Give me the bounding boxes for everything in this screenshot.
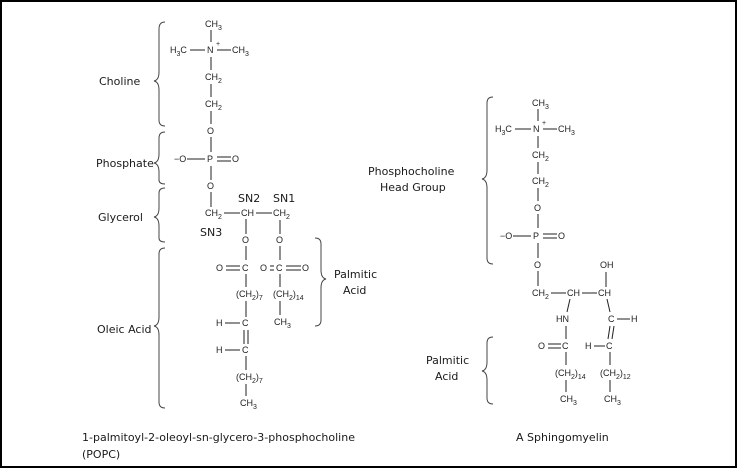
glycerol-ch-sn2: CH — [241, 208, 254, 218]
popc-caption-line2: (POPC) — [82, 448, 120, 461]
sn1-ester-oxygen: O — [276, 235, 283, 245]
sphingomyelin-structure: Phosphocholine Head Group Palmitic Acid … — [368, 96, 638, 444]
oleic-double-c2: C — [242, 345, 249, 355]
sm-nitrogen-charge: + — [542, 120, 546, 127]
nitrogen-atom: N — [207, 45, 214, 55]
sm-phosphorus-atom: P — [533, 231, 539, 241]
sn2-ester-oxygen: O — [242, 235, 249, 245]
sn2-carbonyl-oxygen: O — [216, 263, 223, 273]
palmitic-acid-label-line1: Palmitic — [334, 268, 377, 281]
glycerol-brace — [153, 187, 166, 243]
sm-backbone-ch-hydroxyl: CH — [598, 288, 611, 298]
sphingomyelin-caption: A Sphingomyelin — [516, 431, 609, 444]
h3c-left: H3C — [170, 45, 187, 58]
ch2-2: CH2 — [205, 99, 222, 112]
sn2-label: SN2 — [238, 192, 260, 205]
phosphorus-atom: P — [207, 154, 213, 164]
sm-phosphate-negative-oxygen: −O — [500, 231, 512, 241]
head-group-brace — [481, 96, 494, 265]
sm-hydroxyl: OH — [600, 260, 614, 270]
sn3-label: SN3 — [200, 226, 222, 239]
oxygen-glycerol: O — [207, 181, 214, 191]
popc-caption-line1: 1-palmitoyl-2-oleoyl-sn-glycero-3-phosph… — [82, 431, 355, 444]
sm-palmitic-label-line2: Acid — [435, 370, 458, 383]
oleic-acid-brace — [153, 247, 166, 409]
sm-ch2-1: CH2 — [532, 150, 549, 163]
sm-alkene-c2: C — [606, 341, 613, 351]
palmitic-terminal-ch3: CH3 — [274, 317, 291, 330]
glycerol-ch2-sn1: CH2 — [273, 208, 290, 221]
sm-ch3-top: CH3 — [532, 98, 549, 111]
oxygen-choline: O — [207, 126, 214, 136]
sm-backbone-ch2: CH2 — [532, 288, 549, 301]
oleic-ch2-7-upper: (CH2)7 — [236, 289, 263, 302]
sm-alkene-c1: C — [608, 314, 615, 324]
sm-h3c-left: H3C — [495, 124, 512, 137]
sn2-carbonyl-carbon: C — [242, 263, 249, 273]
choline-label: Choline — [99, 75, 140, 88]
sm-alkene-h2: H — [585, 341, 592, 351]
sn1-carbonyl-oxygen: O — [260, 263, 267, 273]
sn1-carbonyl-carbon: C — [276, 263, 283, 273]
ch3-top: CH3 — [205, 19, 222, 32]
sm-phosphate-double-oxygen: O — [558, 231, 565, 241]
sn1-carbonyl-oxygen-right: O — [302, 263, 309, 273]
sm-backbone-ch-amide: CH — [567, 288, 580, 298]
phosphate-negative-oxygen: −O — [174, 154, 186, 164]
oleic-acid-label: Oleic Acid — [97, 323, 152, 336]
head-group-label-line2: Head Group — [380, 181, 446, 194]
oleic-ch2-7-lower: (CH2)7 — [236, 372, 263, 385]
ch2-1: CH2 — [205, 72, 222, 85]
sm-palmitic-brace — [481, 336, 494, 405]
phosphate-label: Phosphate — [96, 157, 154, 170]
choline-brace — [153, 21, 166, 127]
sm-amide-carbon: C — [562, 341, 569, 351]
sm-ch3-right: CH3 — [558, 124, 575, 137]
sm-nitrogen-atom: N — [533, 124, 540, 134]
oleic-double-c1: C — [242, 318, 249, 328]
phosphate-brace — [153, 131, 166, 185]
sm-alkene-h1: H — [631, 314, 638, 324]
oleic-h-2: H — [216, 345, 223, 355]
oleic-terminal-ch3: CH3 — [240, 398, 257, 411]
sm-amide-nh: HN — [556, 314, 569, 324]
ch3-right: CH3 — [232, 45, 249, 58]
popc-structure: Choline Phosphate Glycerol Oleic Acid Pa… — [82, 19, 377, 461]
sm-oxygen-backbone: O — [534, 260, 541, 270]
palmitic-acid-label-line2: Acid — [343, 284, 366, 297]
sn1-label: SN1 — [273, 192, 295, 205]
palmitic-acid-brace — [314, 237, 327, 327]
sm-sphingosine-ch2-12: (CH2)12 — [600, 368, 631, 381]
glycerol-ch2-sn3: CH2 — [205, 208, 222, 221]
sm-amide-oxygen: O — [538, 341, 545, 351]
sm-palmitic-ch2-14: (CH2)14 — [555, 368, 586, 381]
oleic-h-1: H — [216, 318, 223, 328]
palmitic-ch2-14: (CH2)14 — [273, 289, 304, 302]
nitrogen-charge: + — [216, 41, 220, 48]
glycerol-label: Glycerol — [98, 211, 143, 224]
sm-palmitic-terminal-ch3: CH3 — [560, 394, 577, 407]
sm-palmitic-label-line1: Palmitic — [426, 354, 469, 367]
sm-ch2-2: CH2 — [532, 176, 549, 189]
phosphate-double-oxygen: O — [232, 154, 239, 164]
sm-sphingosine-terminal-ch3: CH3 — [604, 394, 621, 407]
head-group-label-line1: Phosphocholine — [368, 165, 455, 178]
sm-oxygen-choline: O — [534, 203, 541, 213]
